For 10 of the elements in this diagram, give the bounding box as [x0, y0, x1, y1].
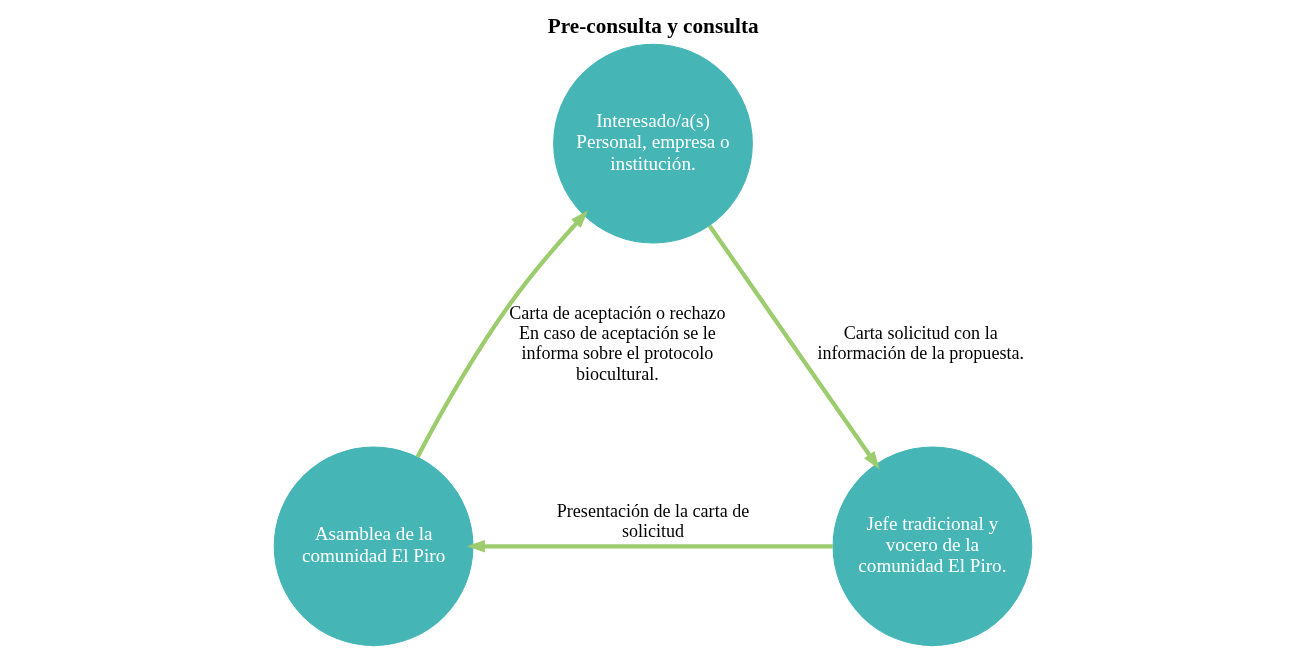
diagram-title: Pre-consulta y consulta — [547, 13, 759, 38]
arrow — [415, 210, 589, 458]
edge-label: Carta solicitud con la información de la propuesta. — [817, 323, 1024, 364]
node-circle: Jefe tradicional y vocero de la comunidad El Piro. — [832, 446, 1033, 647]
edge-label: Presentación de la carta de solicitud — [556, 501, 750, 542]
arrow — [707, 224, 880, 470]
node-circle: Interesado/a(s) Personal, empresa o institución. — [553, 43, 753, 244]
arrow — [466, 539, 833, 553]
edge-label: Carta de aceptación o rechazo En caso de aceptación se le informa sobre el protocolo biocultural. — [509, 303, 726, 384]
node-circle: Asamblea de la comunidad El Piro — [273, 446, 474, 647]
